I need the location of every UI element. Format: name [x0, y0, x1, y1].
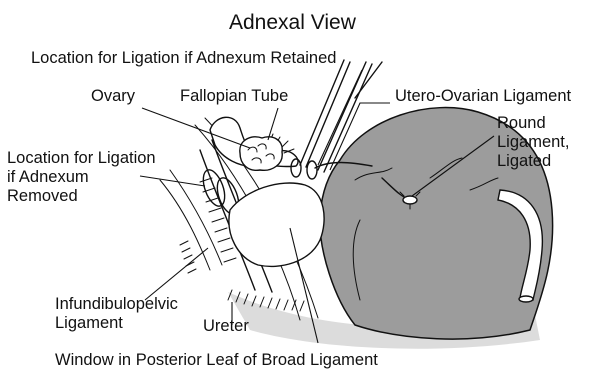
label-ureter: Ureter — [203, 317, 249, 335]
label-ovary: Ovary — [91, 87, 136, 105]
label-infundib-line2: Ligament — [55, 314, 123, 332]
label-round-line1: Round — [497, 114, 546, 132]
round-ligament-end — [519, 296, 533, 302]
diagram-title: Adnexal View — [229, 11, 357, 34]
broad-ligament-window — [229, 183, 324, 266]
ovary — [240, 137, 282, 171]
clamp-left — [300, 60, 344, 165]
round-ligament-tie — [403, 196, 417, 204]
label-removed-line2: if Adnexum — [7, 168, 89, 186]
label-removed-line1: Location for Ligation — [7, 149, 156, 167]
label-ligation-retained: Location for Ligation if Adnexum Retaine… — [31, 49, 336, 67]
label-fallopian-tube: Fallopian Tube — [180, 87, 288, 105]
leader-removed — [140, 176, 205, 186]
pelvic-sidewall-hatching — [180, 241, 196, 273]
label-removed-line3: Removed — [7, 187, 78, 205]
suture-line — [355, 62, 382, 98]
ligation-ring-retained-2 — [307, 161, 317, 179]
label-window: Window in Posterior Leaf of Broad Ligame… — [55, 351, 378, 369]
label-infundib-line1: Infundibulopelvic — [55, 295, 178, 313]
leader-infundib — [145, 248, 208, 300]
vessel-line-3 — [160, 180, 210, 270]
ligation-ring-retained-1 — [291, 159, 301, 177]
label-round-line2: Ligament, — [497, 133, 569, 151]
label-utero-ovarian: Utero-Ovarian Ligament — [395, 87, 571, 105]
label-round-line3: Ligated — [497, 152, 551, 170]
